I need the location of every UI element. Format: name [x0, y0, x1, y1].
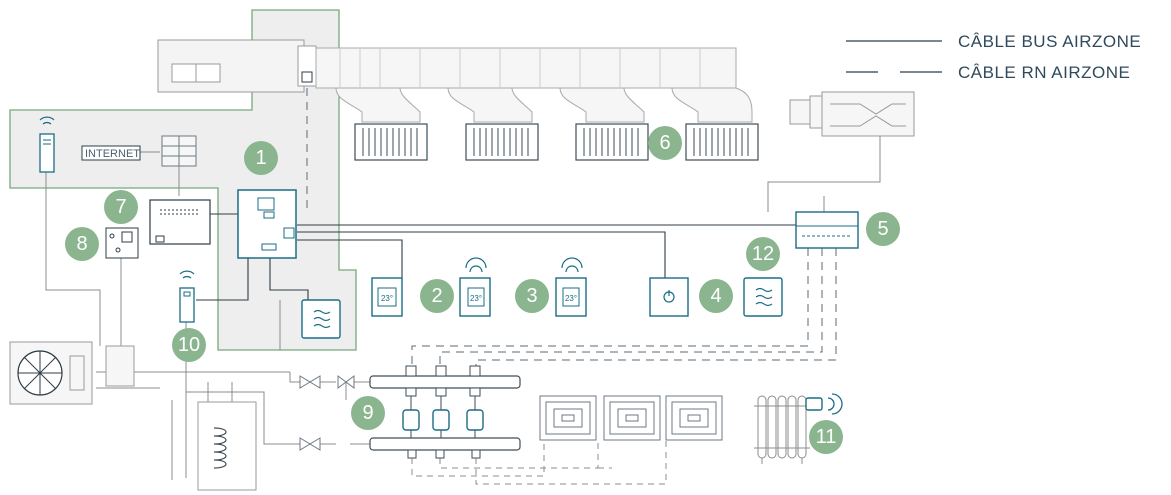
floor-loop-wiring	[411, 440, 667, 485]
badge-7-label: 7	[115, 196, 126, 218]
duct-ribs	[339, 48, 701, 88]
grille-1	[354, 123, 428, 161]
thermostat-2: 23°	[459, 257, 491, 317]
legend-rn-label: CÂBLE RN AIRZONE	[958, 63, 1130, 82]
badge-11-label: 11	[816, 426, 837, 448]
badge-1-label: 1	[255, 147, 266, 169]
badge-8: 8	[65, 227, 99, 261]
ducted-indoor-unit	[157, 39, 317, 93]
badge-10-label: 10	[178, 334, 200, 356]
dhw-tank	[197, 401, 257, 491]
badge-9-label: 9	[362, 402, 373, 424]
power-controller	[649, 277, 689, 317]
webserver	[149, 199, 211, 245]
badge-5-label: 5	[877, 218, 888, 240]
internet-label: INTERNET	[85, 148, 140, 160]
router	[161, 135, 197, 167]
grille-2	[465, 123, 539, 161]
central-controller	[237, 189, 297, 259]
badge-6-label: 6	[659, 132, 670, 154]
legend: CÂBLE BUS AIRZONE CÂBLE RN AIRZONE	[846, 32, 1141, 82]
badge-3: 3	[515, 279, 549, 313]
floor-loop-1	[539, 395, 597, 441]
hydro-module	[105, 345, 135, 387]
floor-loop-3	[665, 395, 723, 441]
badge-7: 7	[104, 190, 138, 224]
thermostat-3-temp: 23°	[565, 294, 577, 303]
radiator-thermostatic-head	[805, 393, 843, 415]
badge-5: 5	[866, 212, 900, 246]
badge-6: 6	[648, 126, 682, 160]
floor-loop-2	[603, 395, 661, 441]
legend-bus-label: CÂBLE BUS AIRZONE	[958, 32, 1141, 51]
wifi-access-point	[39, 116, 55, 173]
rn-wiring	[306, 88, 837, 368]
thermostat-wired: 23°	[371, 277, 403, 317]
valves	[299, 375, 355, 451]
radiator	[754, 395, 810, 464]
duct-network	[315, 47, 753, 123]
wireless-gateway	[179, 270, 195, 323]
thermostat-2-temp: 23°	[470, 294, 482, 303]
internet-box: INTERNET	[81, 145, 141, 161]
wireless-sensor	[743, 277, 783, 317]
badge-4-label: 4	[710, 285, 721, 307]
thermostat-3: 23°	[555, 257, 587, 317]
badge-2-label: 2	[431, 285, 442, 307]
badge-10: 10	[172, 328, 206, 362]
grille-4	[685, 123, 759, 161]
badge-12: 12	[746, 237, 780, 271]
bus-wiring	[196, 213, 796, 301]
manifold	[369, 365, 521, 459]
badge-8-label: 8	[76, 233, 87, 255]
zone-sensor	[301, 299, 341, 339]
heat-pump-outdoor	[9, 341, 93, 405]
ventilation-unit	[789, 91, 915, 137]
badge-11: 11	[809, 420, 843, 454]
badge-2: 2	[420, 279, 454, 313]
grille-3	[575, 123, 649, 161]
badge-4: 4	[699, 279, 733, 313]
badge-1: 1	[244, 141, 278, 175]
badge-12-label: 12	[752, 243, 774, 265]
control-module	[105, 227, 139, 259]
badge-9: 9	[351, 396, 385, 430]
badge-3-label: 3	[526, 285, 537, 307]
thermostat-wired-temp: 23°	[381, 294, 393, 303]
bus-module	[795, 211, 859, 249]
